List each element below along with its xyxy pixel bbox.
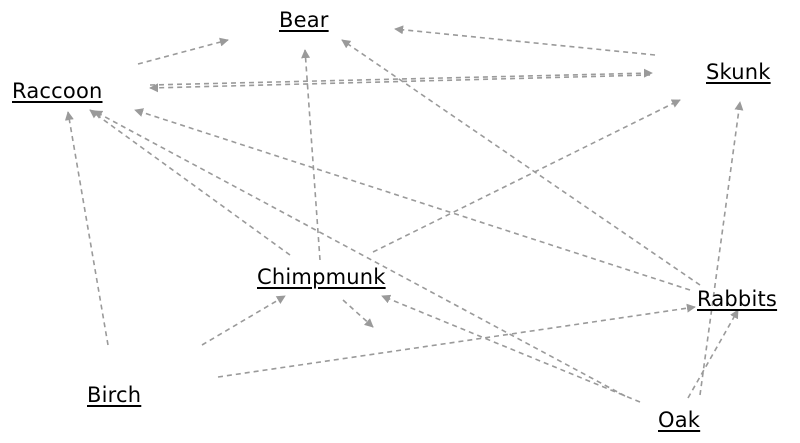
edge-oak-to-raccoon: [93, 110, 626, 397]
edge-chipmunk-to-skunk: [372, 99, 681, 253]
edge-oak-to-skunk: [699, 101, 744, 396]
edge-rabbits-to-bear: [341, 39, 701, 286]
edges-layer: [64, 25, 744, 403]
edge-rabbits-to-raccoon: [134, 108, 691, 291]
edge-birch-to-rabbits: [217, 303, 696, 378]
edge-birch-to-chipmunk: [201, 295, 286, 346]
edge-raccoon-to-bear: [137, 37, 229, 65]
edge-skunk-to-raccoon: [149, 74, 651, 93]
edge-chipmunk-to-bear: [301, 49, 321, 261]
edge-oak-to-rabbits: [687, 309, 739, 399]
node-raccoon: Raccoon: [12, 79, 103, 103]
edge-chipmunk-to-chipmunk: [342, 299, 374, 328]
node-chimpmunk: Chimpmunk: [257, 265, 386, 289]
node-oak: Oak: [658, 408, 701, 432]
node-birch: Birch: [87, 383, 142, 407]
edge-raccoon-to-skunk: [149, 68, 653, 86]
node-skunk: Skunk: [706, 60, 771, 84]
edge-skunk-to-bear: [394, 25, 656, 56]
edge-chipmunk-to-raccoon: [89, 109, 291, 256]
node-bear: Bear: [279, 8, 329, 32]
edge-birch-to-raccoon: [64, 111, 109, 346]
node-rabbits: Rabbits: [697, 287, 778, 311]
edge-oak-to-chipmunk: [381, 294, 641, 403]
